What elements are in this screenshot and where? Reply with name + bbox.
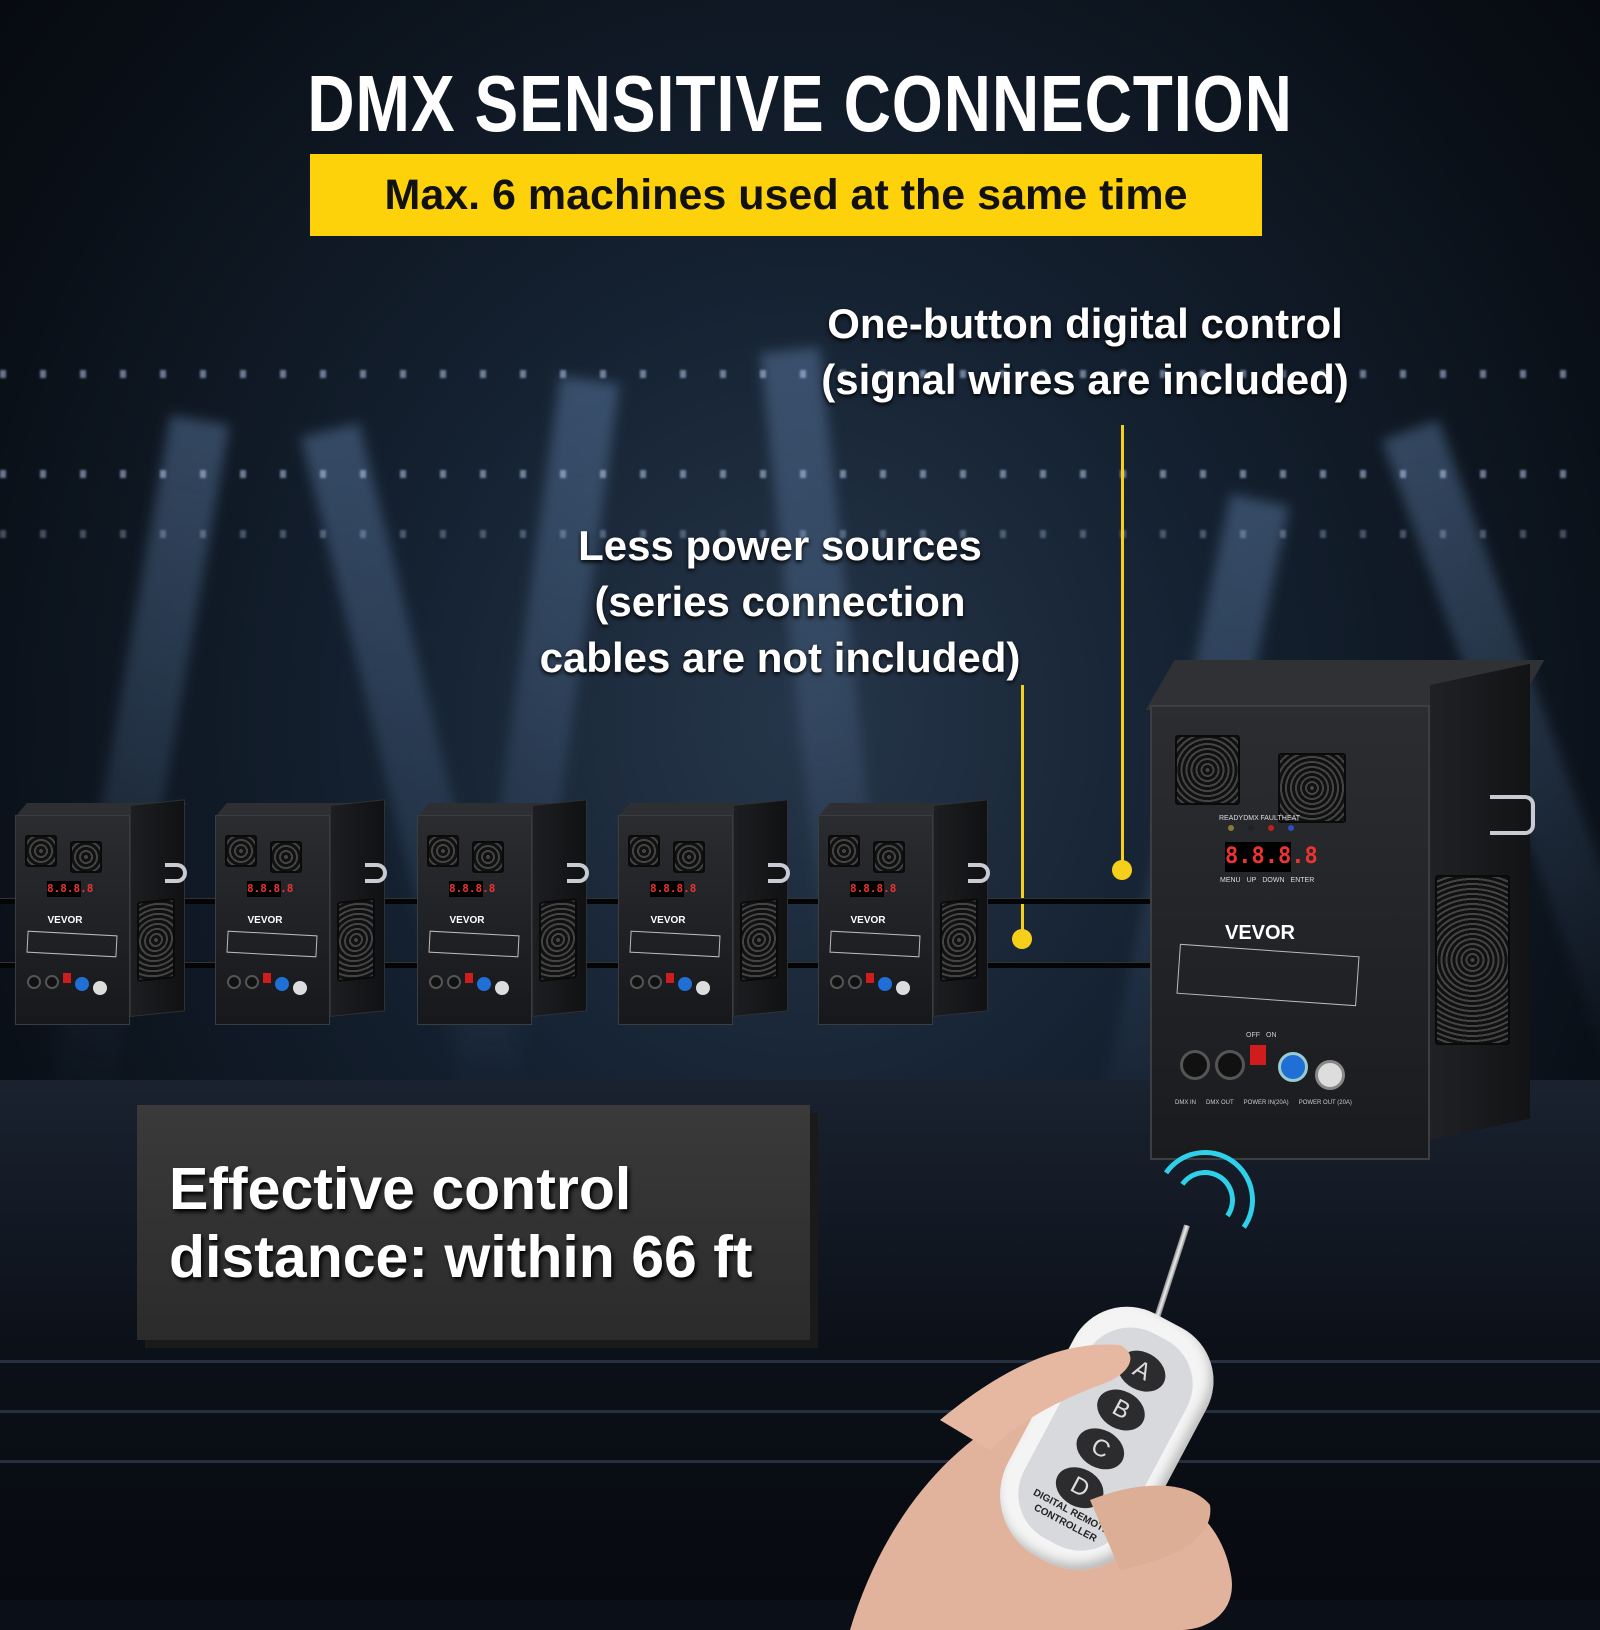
spec-plate — [226, 930, 318, 958]
brand-logo: VEVOR — [850, 915, 886, 926]
handle — [968, 863, 990, 883]
port-label: DMX IN — [1175, 1100, 1196, 1106]
small-spark-machine: 8.8.8.8 VEVOR — [215, 799, 387, 1025]
up-button: UP — [1246, 877, 1257, 884]
fan-icon — [225, 835, 257, 867]
port-labels: DMX IN DMX OUT POWER IN(20A) POWER OUT (… — [1175, 1100, 1352, 1106]
callout-line: (signal wires are included) — [821, 355, 1349, 403]
digital-display: 8.8.8.8 — [247, 881, 294, 897]
callout-line: cables are not included) — [539, 633, 1021, 681]
callout-pointer — [1121, 425, 1124, 870]
switch-on-label: ON — [1266, 1032, 1277, 1039]
fan-icon — [673, 841, 705, 873]
fan-icon — [539, 898, 577, 982]
fan-icon — [270, 841, 302, 873]
brand-logo: VEVOR — [1224, 922, 1296, 944]
spec-plate — [428, 930, 520, 958]
fan-icon — [1175, 735, 1240, 805]
digital-display: 8.8.8.8 — [850, 881, 897, 897]
control-buttons: MENU UP DOWN ENTER — [1220, 877, 1314, 884]
fan-icon — [25, 835, 57, 867]
indicator-label: READY — [1218, 815, 1244, 822]
handle — [768, 863, 790, 883]
small-spark-machine: 8.8.8.8 VEVOR — [417, 799, 589, 1025]
small-spark-machine: 8.8.8.8 VEVOR — [618, 799, 790, 1025]
small-spark-machine: 8.8.8.8 VEVOR — [818, 799, 990, 1025]
handle — [567, 863, 589, 883]
fan-icon — [337, 898, 375, 982]
text-line: distance: within 66 ft — [169, 1224, 753, 1291]
indicator-label: DMX — [1243, 815, 1259, 822]
digital-display: 8.8.8.8 — [449, 881, 496, 897]
digital-display: 8.8.8.8 — [650, 881, 697, 897]
indicator-label: FAULT — [1260, 815, 1282, 822]
indicator-ready: READY — [1218, 815, 1244, 831]
digital-display: 8.8.8.8 — [1225, 842, 1318, 872]
fan-icon — [472, 841, 504, 873]
banner-text: Max. 6 machines used at the same time — [384, 170, 1188, 219]
brand-logo: VEVOR — [247, 915, 283, 926]
fan-icon — [628, 835, 660, 867]
spec-plate — [629, 930, 721, 958]
control-distance-text: Effective control distance: within 66 ft — [169, 1155, 753, 1292]
indicator-heat: HEAT — [1282, 815, 1300, 831]
callout-line: Less power sources — [578, 522, 982, 569]
menu-button: MENU — [1220, 877, 1241, 884]
fan-icon — [828, 835, 860, 867]
enter-button: ENTER — [1290, 877, 1315, 884]
small-spark-machine: 8.8.8.8 VEVOR — [15, 799, 187, 1025]
callout-dot — [1112, 860, 1132, 880]
port-label: DMX OUT — [1206, 1100, 1234, 1106]
indicator-fault: FAULT — [1260, 815, 1282, 831]
fan-icon — [137, 898, 175, 982]
port-label: POWER IN(20A) — [1243, 1100, 1289, 1106]
handle — [1490, 795, 1535, 835]
fan-icon — [1435, 875, 1510, 1045]
digital-display: 8.8.8.8 — [47, 881, 94, 897]
fan-icon — [1278, 753, 1346, 823]
text-line: Effective control — [169, 1156, 632, 1222]
port-label: POWER OUT (20A) — [1298, 1100, 1352, 1106]
brand-logo: VEVOR — [650, 915, 686, 926]
fan-icon — [427, 835, 459, 867]
callout-digital-control: One-button digital control (signal wires… — [780, 296, 1390, 408]
power-switch[interactable] — [1250, 1045, 1266, 1065]
indicator-dmx: DMX — [1242, 815, 1260, 831]
control-distance-box: Effective control distance: within 66 ft — [137, 1105, 810, 1340]
spec-plate — [26, 930, 118, 958]
page-title: DMX SENSITIVE CONNECTION — [307, 59, 1293, 148]
callout-power-sources: Less power sources (series connection ca… — [500, 518, 1060, 686]
switch-off-label: OFF — [1246, 1032, 1260, 1039]
spec-plate — [829, 930, 921, 958]
indicator-label: HEAT — [1281, 815, 1301, 822]
callout-dot — [1012, 929, 1032, 949]
large-spark-machine: READY DMX FAULT HEAT 8.8.8.8 MENU UP DOW… — [1145, 660, 1545, 1165]
callout-line: One-button digital control — [827, 300, 1343, 347]
callout-line: (series connection — [594, 577, 966, 625]
fan-icon — [740, 898, 778, 982]
max-machines-banner: Max. 6 machines used at the same time — [310, 154, 1262, 236]
down-button: DOWN — [1262, 877, 1285, 884]
fan-icon — [873, 841, 905, 873]
handle — [365, 863, 387, 883]
callout-pointer — [1021, 685, 1024, 935]
fan-icon — [940, 898, 978, 982]
brand-logo: VEVOR — [449, 915, 485, 926]
brand-logo: VEVOR — [47, 915, 83, 926]
fan-icon — [70, 841, 102, 873]
status-indicators: READY DMX FAULT HEAT — [1218, 815, 1300, 831]
power-switch-labels: OFF ON — [1246, 1032, 1277, 1039]
handle — [165, 863, 187, 883]
